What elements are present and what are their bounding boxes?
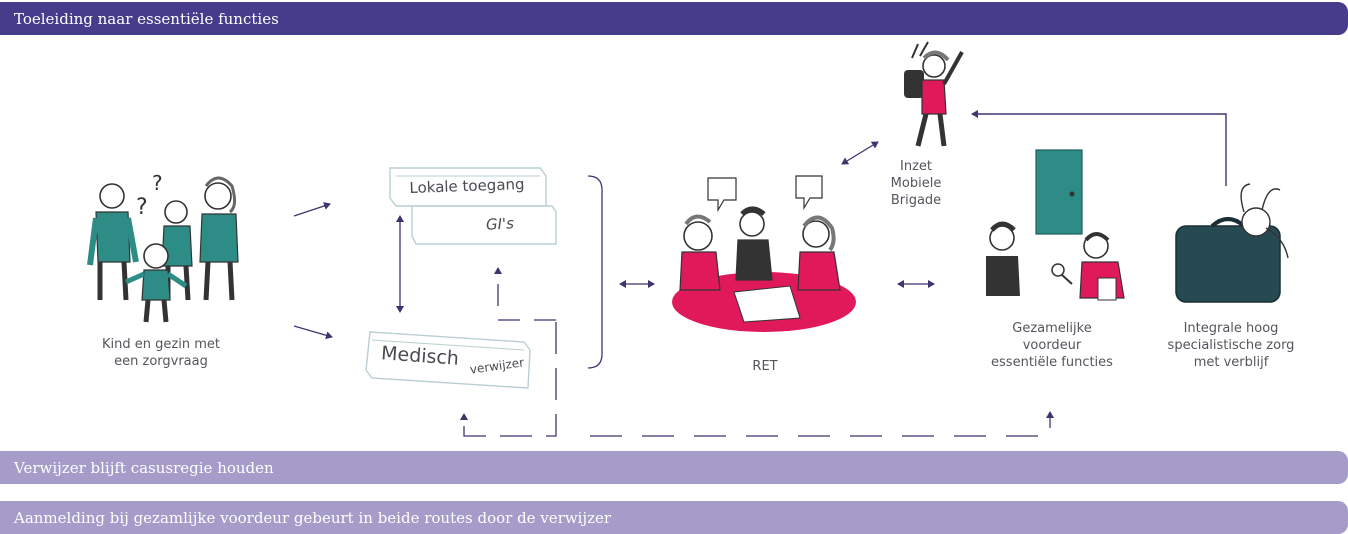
top-banner: Toeleiding naar essentiële functies [0,2,1348,35]
bottom-banner: Aanmelding bij gezamlijke voordeur gebeu… [0,501,1348,534]
ret-illustration [672,175,856,332]
family-label: Kind en gezin met een zorgvraag [102,337,220,369]
medical-box [365,331,531,389]
flow-diagram: ? ? [87,41,1289,437]
suitcase-illustration [1175,183,1289,303]
door-illustration [986,149,1125,301]
svg-text:?: ? [136,195,148,220]
brigade-label: Inzet Mobiele Brigade [890,159,942,208]
specialist-care-label: Integrale hoog specialistische zorg met … [1167,321,1295,370]
front-door-label: Gezamelijke voordeur essentiële functies [991,321,1113,370]
svg-text:?: ? [152,171,163,195]
middle-banner: Verwijzer blijft casusregie houden [0,451,1348,484]
ret-label: RET [752,359,778,374]
local-access-stack [389,167,557,245]
gis-label: GI's [485,214,515,234]
family-illustration: ? ? [87,171,239,323]
brigade-illustration [904,41,964,147]
